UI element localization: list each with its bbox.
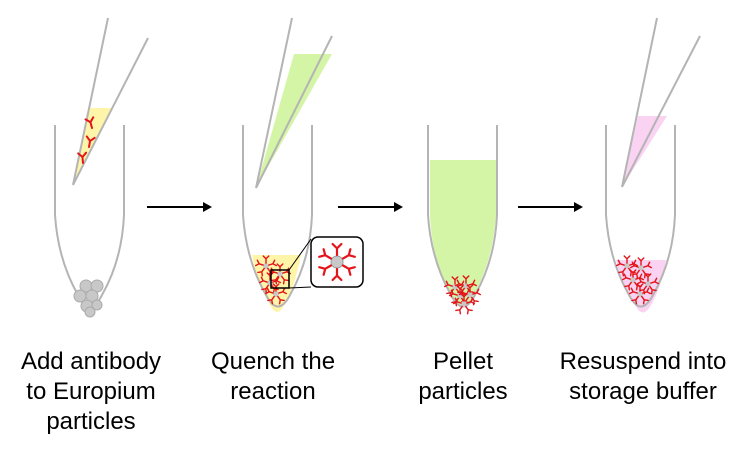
step-2-zoom-lines [288, 238, 312, 289]
arrow-1 [147, 202, 212, 212]
step-3-tube-group [427, 125, 498, 314]
step-3-caption-line-2: particles [418, 378, 508, 405]
step-1-pipette-tip [72, 17, 149, 186]
step-2-caption-line-2: reaction [230, 378, 316, 405]
step-2-caption-line-1: Quench the [210, 348, 336, 375]
step-1-particles [73, 279, 104, 318]
step-4-tube-group [605, 17, 701, 313]
step-3-tube-liquid [430, 160, 496, 307]
step-4-caption: Resuspend into storage buffer [543, 347, 743, 407]
step-2-caption: Quench the reaction [173, 347, 373, 407]
step-1-tube-group [54, 17, 149, 318]
step-2-tube-group [242, 17, 364, 313]
step-2-pipette-tip [255, 17, 333, 189]
step-4-tip-liquid [622, 116, 667, 187]
arrow-3 [518, 202, 583, 212]
arrow-2 [338, 202, 403, 212]
step-2-tip-liquid [256, 54, 332, 188]
step-1-caption-line-1: Add antibody [20, 348, 162, 375]
step-4-caption-line-1: Resuspend into [559, 348, 727, 375]
step-1-caption-line-3: particles [46, 408, 136, 435]
step-2-zoom-source-box [270, 269, 290, 289]
step-1-caption: Add antibody to Europium particles [0, 347, 191, 437]
step-3-caption-line-1: Pellet [432, 348, 494, 375]
step-3-caption: Pellet particles [363, 347, 563, 407]
step-4-tube [605, 125, 676, 308]
step-4-pipette-tip [621, 17, 701, 188]
step-4-caption-line-2: storage buffer [569, 378, 717, 405]
step-1-caption-line-2: to Europium [26, 378, 156, 405]
step-2-zoom-inset [310, 236, 364, 288]
step-2-tube [242, 125, 313, 308]
